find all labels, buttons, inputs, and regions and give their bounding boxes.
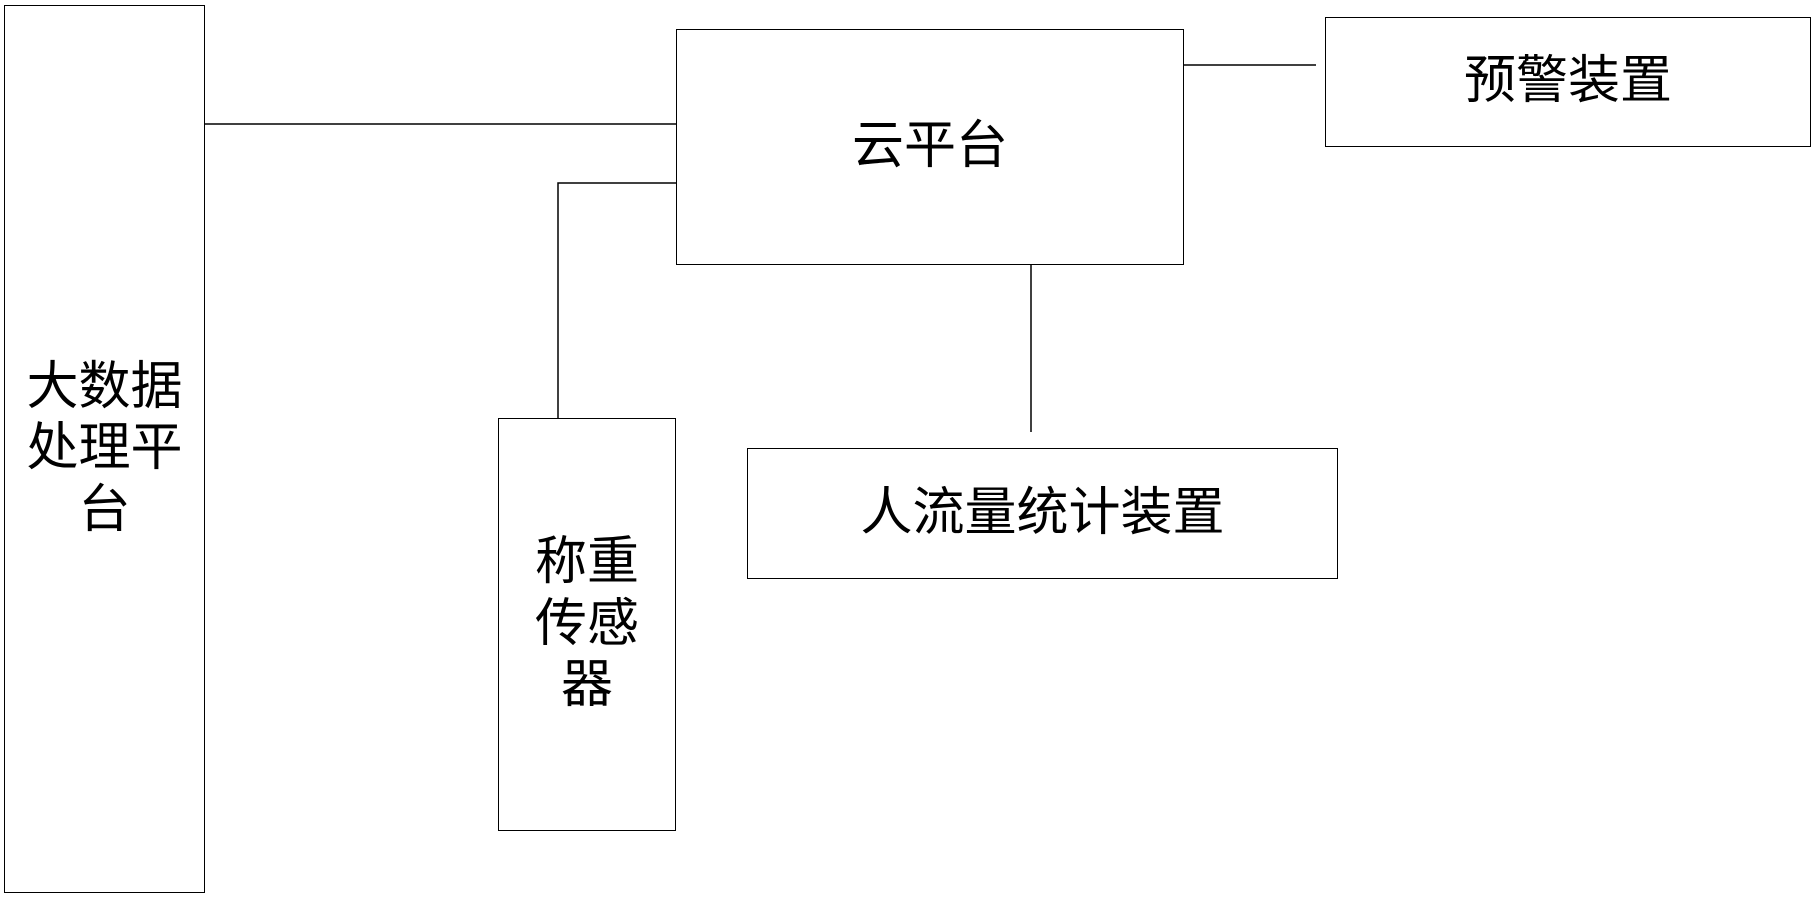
node-people-label: 人流量统计装置: [860, 482, 1225, 543]
node-cloud-label: 云平台: [851, 116, 1008, 177]
node-weight-sensor: 称重 传感 器: [498, 418, 676, 831]
node-bigdata-label-line: 大数据: [26, 356, 183, 417]
node-bigdata-label-line: 处理平: [26, 418, 183, 479]
node-alarm-label: 预警装置: [1463, 51, 1672, 112]
node-bigdata-label: 大数据 处理平 台: [20, 357, 190, 541]
node-bigdata-label-line: 台: [78, 479, 131, 540]
line-weight-to-cloud: [557, 182, 676, 418]
node-weight-label-line: 器: [560, 655, 613, 716]
node-alarm-device: 预警装置: [1325, 17, 1811, 147]
node-people-counter: 人流量统计装置: [747, 448, 1338, 579]
node-weight-label-line: 称重: [534, 532, 639, 593]
node-cloud-platform: 云平台: [676, 29, 1184, 265]
node-bigdata-platform: 大数据 处理平 台: [4, 5, 205, 893]
node-weight-label: 称重 传感 器: [527, 532, 647, 716]
node-weight-label-line: 传感: [534, 593, 639, 654]
